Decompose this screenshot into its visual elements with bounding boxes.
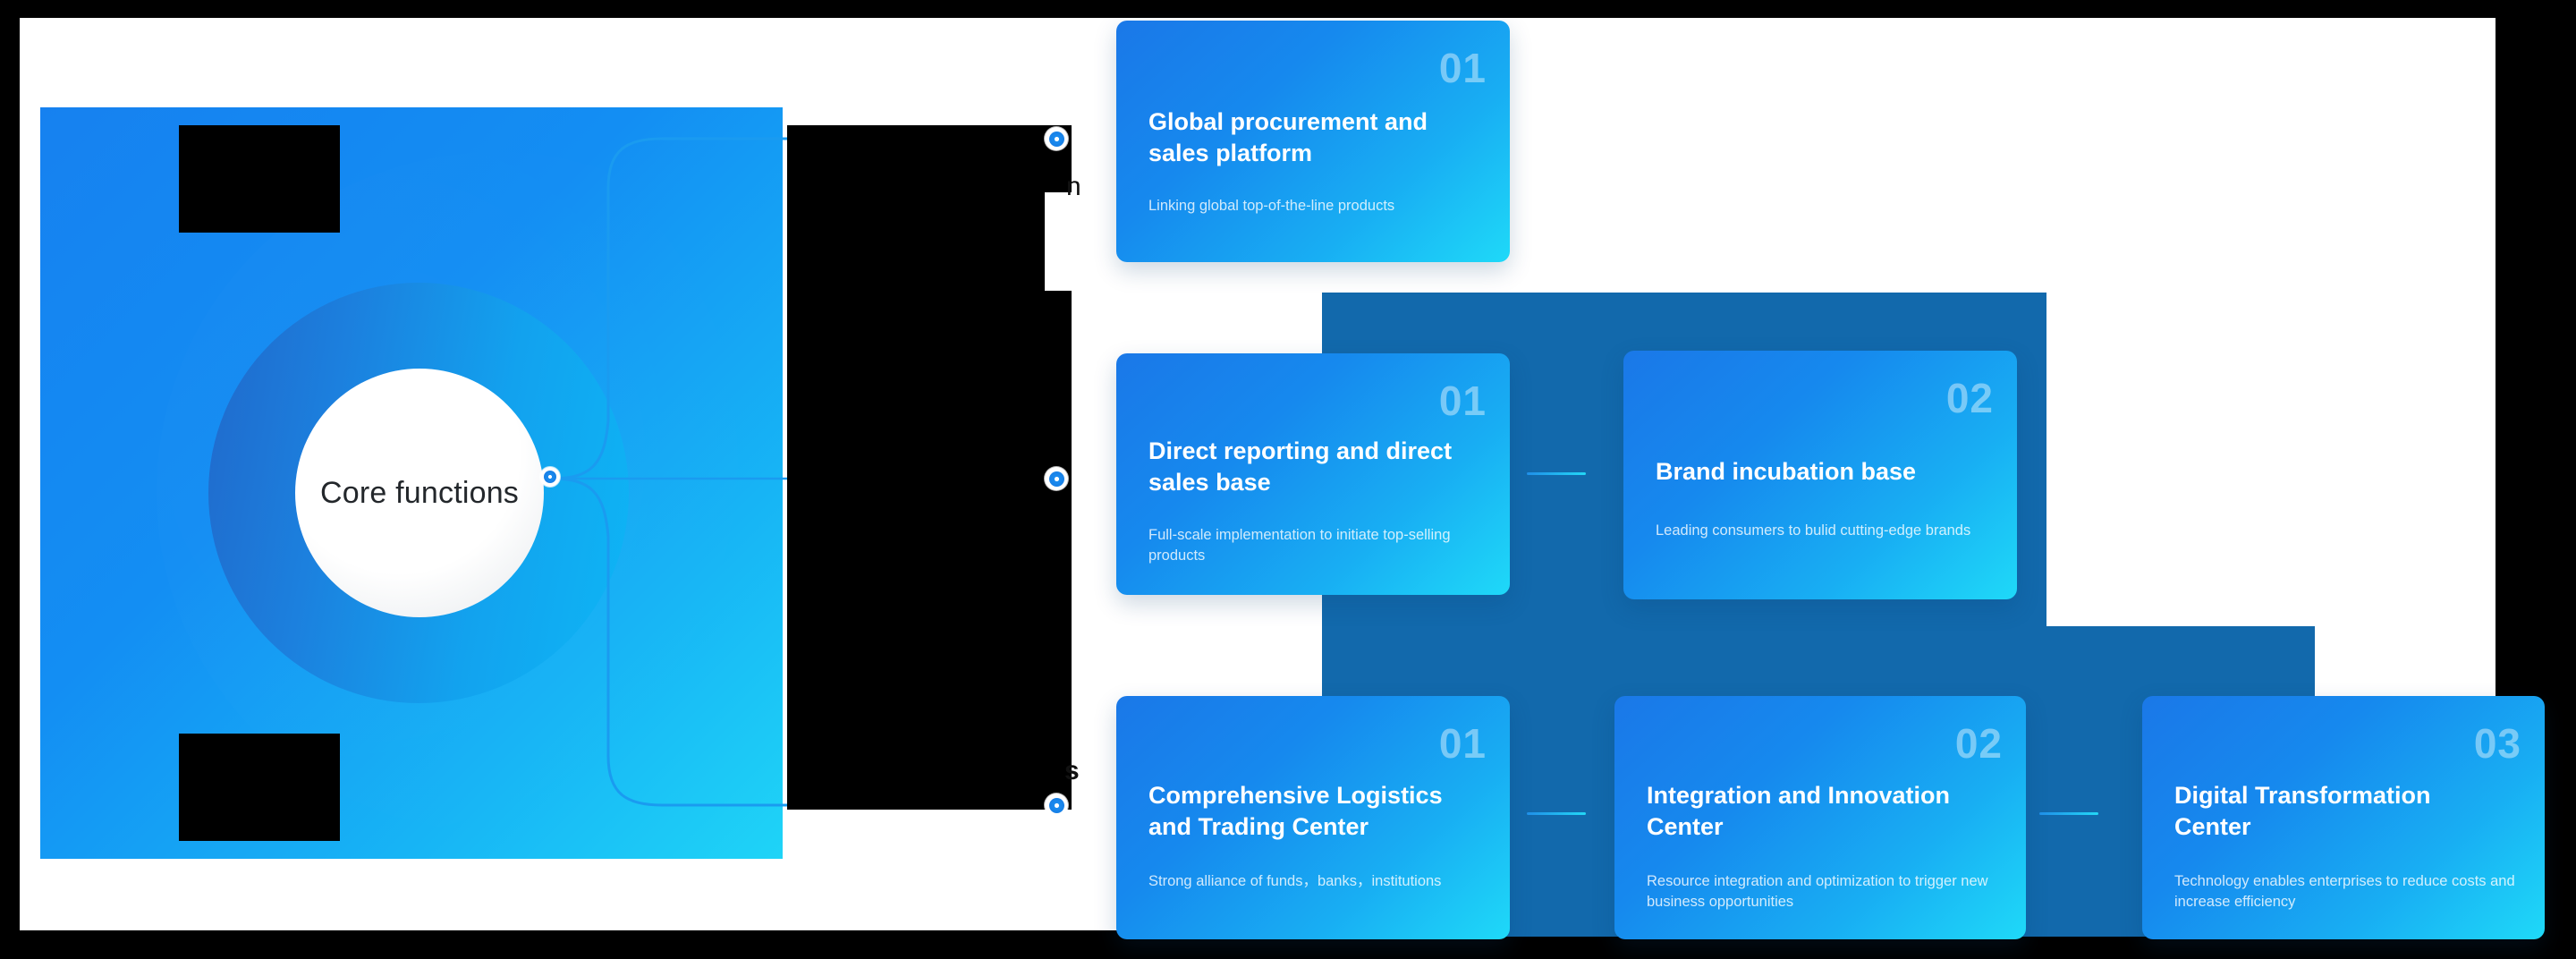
card-global-procurement[interactable]: 01 Global procurement and sales platform… [1116, 21, 1510, 262]
card-digital-transformation[interactable]: 03 Digital Transformation Center Technol… [2142, 696, 2545, 939]
node-dot-top[interactable] [1045, 127, 1068, 150]
card-subtitle: Strong alliance of funds，banks，instituti… [1148, 873, 1442, 889]
connector-dash-row2 [1527, 472, 1586, 475]
card-subtitle: Linking global top-of-the-line products [1148, 198, 1395, 214]
card-number: 01 [1438, 378, 1487, 424]
mask-block-right-main [787, 291, 1072, 810]
card-title: Integration and Innovation Center [1647, 782, 1950, 840]
card-subtitle: Leading consumers to bulid cutting-edge … [1656, 522, 1971, 539]
card-integration-innovation[interactable]: 02 Integration and Innovation Center Res… [1614, 696, 2026, 939]
card-number: 01 [1438, 720, 1487, 767]
node-dot-bottom[interactable] [1045, 794, 1068, 817]
mask-block-right-upper [787, 192, 1045, 291]
node-dot-bottom-icon [1048, 797, 1064, 813]
occluded-label-fragment-top: n [1066, 172, 1081, 201]
connector-dash-row3-a [1527, 812, 1586, 815]
card-number: 02 [1954, 720, 2003, 767]
node-dot-middle-icon [1048, 471, 1064, 487]
mask-block-top-left [179, 125, 340, 233]
card-number: 03 [2473, 720, 2521, 767]
mask-edge-left [0, 0, 20, 959]
node-dot-center[interactable] [540, 467, 560, 487]
card-number: 02 [1945, 375, 1994, 421]
core-circle: Core functions [295, 369, 544, 617]
card-title: Digital Transformation Center [2174, 782, 2431, 840]
core-label: Core functions [319, 475, 520, 510]
card-comprehensive-logistics[interactable]: 01 Comprehensive Logistics and Trading C… [1116, 696, 1510, 939]
card-number: 01 [1438, 45, 1487, 91]
mask-block-upper [787, 125, 1072, 192]
occluded-label-fragment-bottom: s [1064, 756, 1080, 785]
node-dot-top-icon [1048, 131, 1064, 147]
card-brand-incubation[interactable]: 02 Brand incubation base Leading consume… [1623, 351, 2017, 599]
card-subtitle: Technology enables enterprises to reduce… [2174, 873, 2515, 911]
card-subtitle: Resource integration and optimization to… [1647, 873, 1988, 911]
card-title: Brand incubation base [1656, 458, 1917, 485]
card-subtitle: Full-scale implementation to initiate to… [1148, 527, 1451, 564]
node-dot-core-icon [544, 471, 556, 483]
node-dot-middle[interactable] [1045, 467, 1068, 490]
card-title: Direct reporting and direct sales base [1148, 437, 1453, 496]
mask-edge-top [0, 0, 2576, 18]
card-title: Global procurement and sales platform [1148, 108, 1428, 166]
card-title: Comprehensive Logistics and Trading Cent… [1148, 782, 1443, 840]
mask-block-bottom-left [179, 734, 340, 841]
card-direct-reporting[interactable]: 01 Direct reporting and direct sales bas… [1116, 353, 1510, 595]
hero-panel: Core functions [40, 107, 836, 859]
connector-dash-row3-b [2039, 812, 2098, 815]
